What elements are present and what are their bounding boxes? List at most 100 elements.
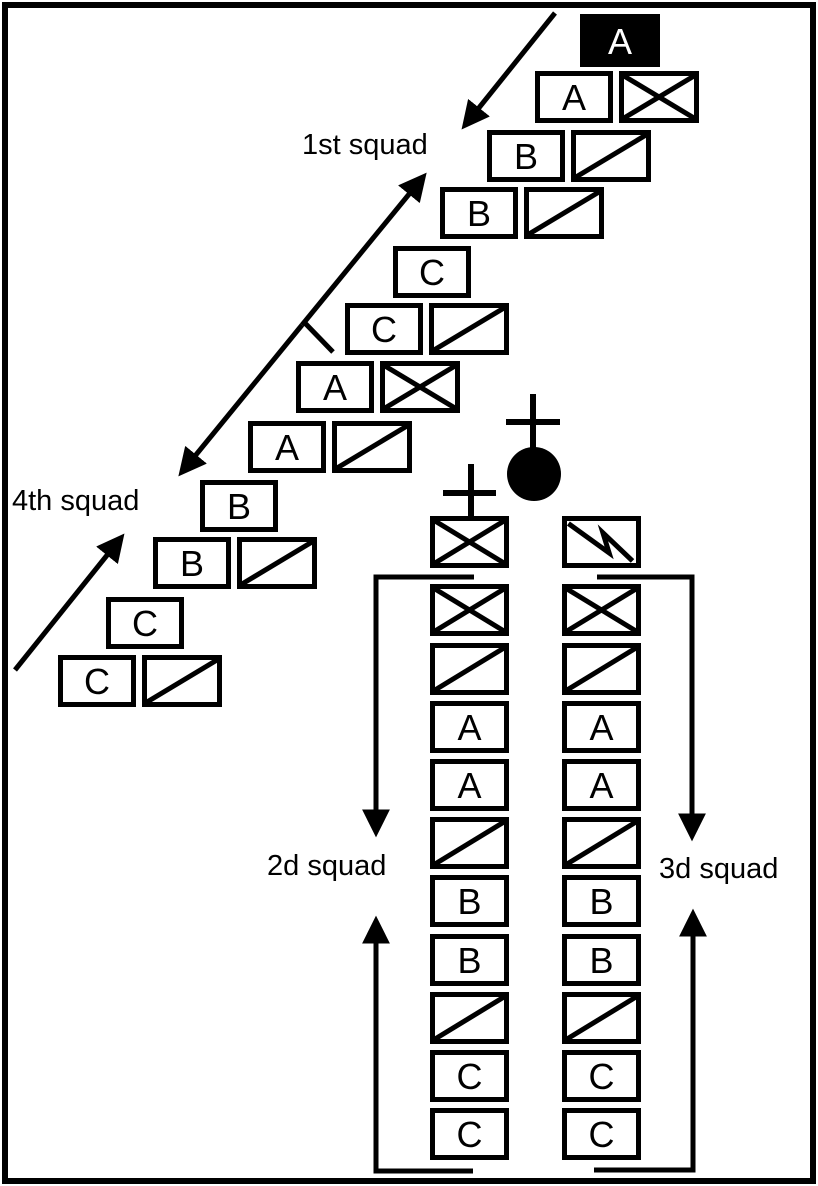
letter-box-a: A bbox=[430, 701, 509, 753]
box-letter: A bbox=[607, 20, 632, 62]
diagonal-glyph bbox=[567, 997, 636, 1039]
diagonal-glyph bbox=[337, 426, 407, 468]
bolt-box bbox=[562, 516, 641, 568]
fourth-squad-label: 4th squad bbox=[12, 485, 140, 517]
letter-box-b: B bbox=[562, 875, 641, 927]
crossed-box bbox=[619, 71, 699, 123]
diagonal-box bbox=[429, 303, 509, 355]
letter-box-a: A bbox=[248, 421, 326, 473]
letter-box-a: A bbox=[535, 71, 613, 123]
letter-box-c: C bbox=[562, 1108, 641, 1160]
letter-box-b: B bbox=[153, 537, 231, 589]
box-letter: B bbox=[226, 486, 251, 527]
fourth-squad-direction-arrow bbox=[13, 533, 125, 672]
box-letter: C bbox=[588, 1114, 615, 1155]
letter-box-b: B bbox=[200, 480, 278, 532]
box-letter: A bbox=[589, 765, 614, 806]
diagonal-box bbox=[430, 643, 509, 695]
diagonal-box bbox=[562, 643, 641, 695]
diagonal-glyph bbox=[434, 308, 504, 350]
box-letter: B bbox=[466, 193, 491, 234]
diagonal-box bbox=[562, 817, 641, 869]
letter-box-c: C bbox=[562, 1050, 641, 1102]
left-flag-cross-symbol bbox=[443, 464, 496, 517]
diagonal-glyph bbox=[435, 822, 504, 864]
third-squad-label: 3d squad bbox=[659, 853, 779, 885]
box-letter: A bbox=[322, 367, 347, 408]
letter-box-b: B bbox=[430, 934, 509, 986]
top-entry-arrow bbox=[461, 11, 557, 130]
box-letter: B bbox=[589, 881, 614, 922]
box-letter: C bbox=[588, 1056, 615, 1097]
letter-box-c: C bbox=[430, 1050, 509, 1102]
second-squad-down-arrow bbox=[362, 574, 474, 838]
box-letter: B bbox=[589, 940, 614, 981]
diagonal-box bbox=[430, 817, 509, 869]
crossed-box bbox=[430, 516, 509, 568]
diagonal-glyph bbox=[242, 542, 312, 584]
squad-route-double-arrow bbox=[178, 172, 427, 477]
diagonal-glyph bbox=[576, 135, 646, 177]
box-letter: B bbox=[457, 940, 482, 981]
letter-box-c: C bbox=[345, 303, 423, 355]
letter-box-c: C bbox=[430, 1108, 509, 1160]
letter-box-b: B bbox=[440, 187, 518, 239]
diagonal-box bbox=[524, 187, 604, 239]
diagonal-box bbox=[142, 655, 222, 707]
second-squad-up-arrow bbox=[362, 915, 473, 1174]
box-letter: A bbox=[457, 707, 482, 748]
box-letter: B bbox=[457, 881, 482, 922]
box-letter: C bbox=[132, 603, 158, 644]
crossed-box bbox=[430, 584, 509, 636]
diagonal-box bbox=[562, 992, 641, 1044]
diagonal-glyph bbox=[529, 192, 599, 234]
box-letter: C bbox=[456, 1114, 483, 1155]
crossed-box bbox=[562, 584, 641, 636]
first-squad-label: 1st squad bbox=[302, 129, 428, 161]
crossed-box bbox=[380, 361, 460, 413]
center-flag-cross-symbol bbox=[506, 394, 560, 449]
letter-box-b: B bbox=[430, 875, 509, 927]
diagonal-glyph bbox=[567, 648, 636, 690]
diagonal-glyph bbox=[147, 660, 217, 702]
diagonal-glyph bbox=[567, 822, 636, 864]
solid-leader-box: A bbox=[580, 14, 660, 67]
bolt-glyph bbox=[567, 521, 635, 563]
third-squad-down-arrow bbox=[597, 574, 706, 842]
box-letter: B bbox=[513, 136, 538, 177]
crossed-glyph bbox=[385, 366, 455, 408]
box-letter: C bbox=[419, 252, 445, 293]
diagonal-box bbox=[571, 130, 651, 182]
letter-box-a: A bbox=[430, 759, 509, 811]
tick-mark bbox=[301, 319, 335, 354]
third-squad-up-arrow bbox=[594, 908, 707, 1173]
letter-box-a: A bbox=[562, 759, 641, 811]
box-letter: A bbox=[274, 427, 299, 468]
crossed-glyph bbox=[624, 76, 694, 118]
diagonal-glyph bbox=[435, 997, 504, 1039]
letter-box-c: C bbox=[58, 655, 136, 707]
diagonal-box bbox=[332, 421, 412, 473]
crossed-glyph bbox=[567, 589, 636, 631]
box-letter: A bbox=[589, 707, 614, 748]
letter-box-c: C bbox=[106, 597, 184, 649]
letter-box-a: A bbox=[562, 701, 641, 753]
crossed-glyph bbox=[435, 521, 504, 563]
leader-circle-symbol bbox=[507, 447, 561, 501]
diagonal-box bbox=[237, 537, 317, 589]
box-letter: A bbox=[561, 77, 586, 118]
letter-box-b: B bbox=[562, 934, 641, 986]
second-squad-label: 2d squad bbox=[267, 850, 387, 882]
box-letter: A bbox=[457, 765, 482, 806]
letter-box-a: A bbox=[296, 361, 374, 413]
box-letter: C bbox=[456, 1056, 483, 1097]
letter-box-b: B bbox=[487, 130, 565, 182]
box-letter: B bbox=[179, 543, 204, 584]
crossed-glyph bbox=[435, 589, 504, 631]
box-letter: C bbox=[371, 309, 397, 350]
box-letter: C bbox=[84, 661, 110, 702]
diagonal-glyph bbox=[435, 648, 504, 690]
letter-box-c: C bbox=[393, 246, 471, 298]
